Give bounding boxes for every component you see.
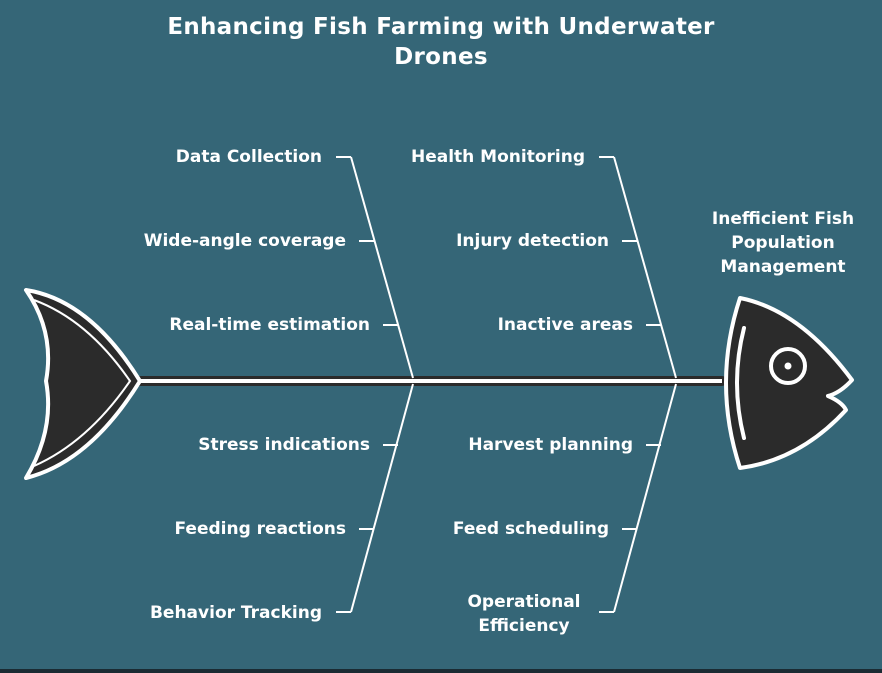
item-stress-indications: Stress indications: [198, 435, 370, 455]
bone-health-monitoring: [613, 156, 677, 379]
cause-operational-efficiency: Operational Efficiency: [467, 592, 581, 636]
fish-tail-inner: [33, 299, 132, 467]
fish-gill: [735, 326, 746, 440]
item-harvest-planning: Harvest planning: [468, 435, 633, 455]
item-feeding-reactions: Feeding reactions: [174, 519, 347, 539]
fish-tail: [24, 288, 142, 480]
fish-pupil: [784, 362, 792, 370]
item-feed-scheduling: Feed scheduling: [452, 519, 609, 539]
diagram-title: Enhancing Fish Farming with Underwater D…: [167, 14, 715, 70]
item-wide-angle-coverage: Wide-angle coverage: [143, 231, 346, 251]
cause-behavior-tracking: Behavior Tracking: [149, 603, 322, 623]
bone-ticks: [336, 156, 661, 613]
bottom-border: [0, 669, 882, 673]
cause-data-collection: Data Collection: [175, 147, 322, 167]
item-inactive-areas: Inactive areas: [497, 315, 633, 335]
bone-operational-efficiency: [613, 383, 677, 613]
bone-behavior-tracking: [350, 383, 414, 613]
cause-health-monitoring: Health Monitoring: [410, 147, 585, 167]
item-injury-detection: Injury detection: [456, 231, 609, 251]
item-real-time-estimation: Real-time estimation: [169, 315, 370, 335]
bone-data-collection: [350, 156, 414, 379]
head-label: Inefficient Fish Population Management: [711, 209, 855, 277]
